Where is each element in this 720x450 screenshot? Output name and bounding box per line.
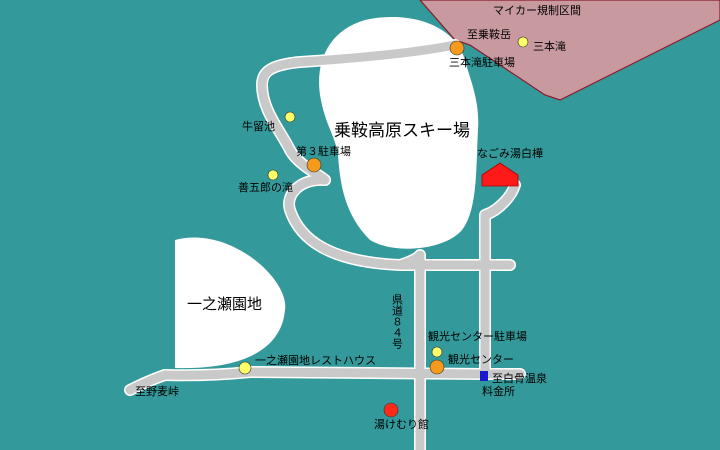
sanbon-parking-label: 三本滝駐車場 [449, 55, 515, 69]
ski-area-label: 乗鞍高原スキー場 [334, 121, 470, 141]
road-segment [125, 370, 170, 395]
norikura-marker[interactable] [517, 36, 529, 48]
to-nomugi-label: 至野麦峠 [135, 384, 179, 398]
restricted-zone-label: マイカー規制区間 [493, 3, 581, 17]
kanko-center-marker[interactable] [429, 359, 445, 375]
ski-area-shape [319, 16, 479, 249]
zengoro-marker[interactable] [267, 169, 279, 181]
kanko-parking-label: 観光センター駐車場 [428, 329, 527, 343]
ichinose-label: 一之瀬園地 [187, 295, 262, 313]
blue-square-icon[interactable] [480, 371, 488, 381]
ichinose-rest-label: 一之瀬園地レストハウス [255, 353, 376, 367]
road-segment [480, 180, 520, 380]
ichinose-rest-marker[interactable] [238, 361, 252, 375]
house-icon[interactable] [481, 162, 519, 187]
nagomi-label: なごみ湯白樺 [477, 146, 543, 160]
road-segment [257, 40, 460, 185]
yukemuri-marker[interactable] [383, 402, 399, 418]
tollgate-label: 料金所 [482, 384, 515, 398]
markers [238, 36, 529, 418]
road-segment [160, 367, 525, 380]
parking3-label: 第３駐車場 [296, 144, 351, 158]
zengoro-label: 善五郎の滝 [238, 180, 293, 194]
sanbon-falls-label: 三本滝 [533, 39, 566, 53]
road-network [124, 39, 526, 450]
road-segment [284, 175, 515, 270]
sanbon-parking-marker[interactable] [449, 40, 465, 56]
kanko-center-label: 観光センター [448, 352, 514, 366]
ichinose-area-shape [175, 237, 286, 369]
kanko-parking-marker[interactable] [431, 346, 443, 358]
to-shirahone-label: 至白骨温泉 [492, 371, 547, 385]
route84-label: 県道８４号 [391, 294, 404, 350]
ushidome-marker[interactable] [284, 111, 296, 123]
to-norikura-label: 至乗鞍岳 [467, 27, 511, 41]
parking3-marker[interactable] [306, 157, 322, 173]
ushidome-label: 牛留池 [242, 119, 275, 133]
yukemuri-label: 湯けむり館 [374, 417, 429, 431]
map-labels: マイカー規制区間 至乗鞍岳 三本滝 三本滝駐車場 乗鞍高原スキー場 牛留池 第３… [135, 3, 581, 431]
